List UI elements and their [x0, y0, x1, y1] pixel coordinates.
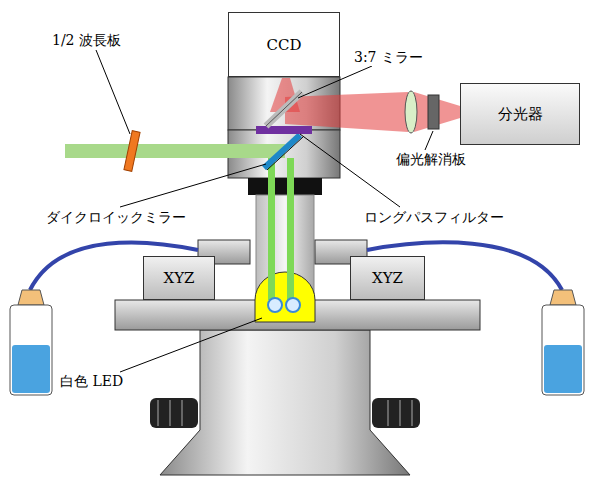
drawing-part [120, 164, 266, 207]
green-beam [268, 158, 275, 300]
spectrometer-box: 分光器 [460, 83, 580, 145]
drawing-part [266, 92, 302, 126]
part-label: 白色 LED [58, 373, 125, 390]
part-label: 1/2 波長板 [50, 32, 123, 49]
droplet [268, 298, 282, 312]
xyz-stage-box: XYZ [350, 256, 425, 300]
dichroic-mirror [264, 135, 300, 168]
camera-box: CCD [228, 12, 340, 77]
drawing-part [425, 131, 433, 150]
drawing-part [120, 318, 262, 372]
drawing-part [157, 400, 159, 426]
half-wave-plate [124, 131, 140, 172]
drawing-part [411, 400, 413, 426]
focus-knob [150, 398, 198, 428]
box-label: CCD [267, 36, 302, 54]
liquid [544, 345, 582, 393]
droplet [286, 298, 300, 312]
vial-cap [18, 290, 44, 305]
box-label: XYZ [372, 269, 403, 287]
part-label: ロングパスフィルター [362, 209, 506, 226]
vial [10, 305, 52, 395]
objective-mount [248, 178, 322, 195]
depolarizer [428, 95, 439, 129]
box-label: 分光器 [498, 105, 543, 123]
half-mirror [266, 92, 302, 126]
part-label: 3:7 ミラー [352, 49, 425, 66]
box-label: XYZ [163, 269, 194, 287]
part-label: 偏光解消板 [394, 151, 468, 168]
drawing-part [267, 137, 303, 170]
vial-cap [550, 290, 576, 305]
lens [405, 91, 417, 133]
vial [542, 305, 584, 395]
led [255, 272, 315, 322]
green-beam [287, 158, 294, 300]
drawing-part [96, 50, 130, 134]
part-label: ダイクロイックミラー [44, 209, 188, 226]
drawing-part [181, 400, 183, 426]
drawing-part [169, 400, 171, 426]
drawing-part [300, 134, 400, 207]
liquid [12, 345, 50, 393]
long-pass-filter [256, 126, 312, 134]
drawing-part [399, 400, 401, 426]
red-beam [285, 92, 408, 132]
green-beam [65, 144, 285, 158]
drawing-part [387, 400, 389, 426]
focus-knob [372, 398, 420, 428]
drawing-part [158, 400, 412, 426]
xyz-stage-box: XYZ [143, 256, 215, 300]
